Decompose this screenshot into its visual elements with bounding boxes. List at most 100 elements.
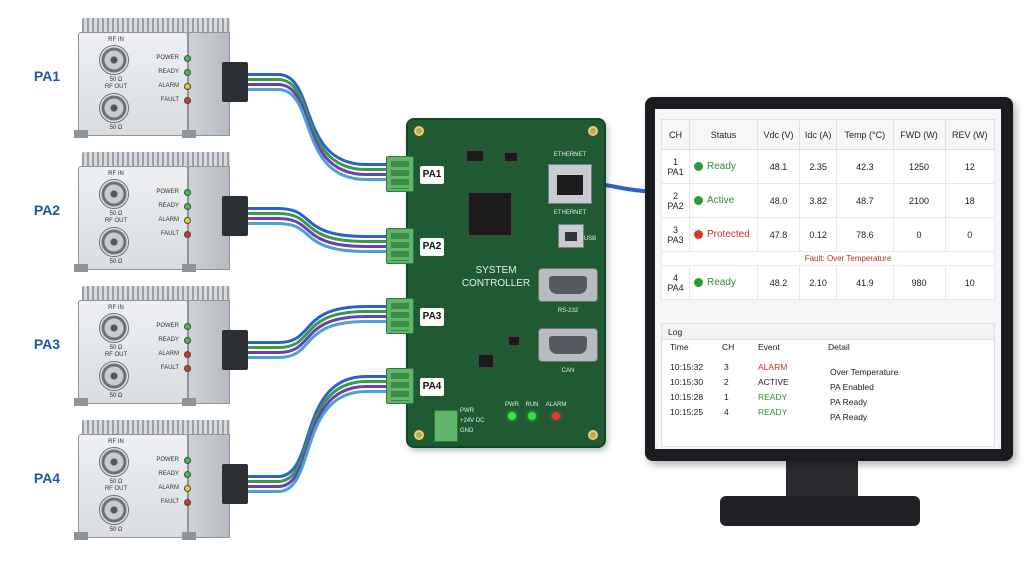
rf-out-connector[interactable]: [99, 495, 129, 525]
led-label-alarm: ALARM: [158, 217, 179, 223]
processor-chip: [468, 192, 512, 236]
status-cell: Ready: [689, 149, 758, 184]
led-power-indicator: [184, 457, 191, 464]
mount-foot: [182, 532, 196, 540]
heatsink-fins: [82, 420, 230, 438]
log-time: 10:15:25: [670, 407, 704, 417]
log-detail: PA Enabled: [830, 382, 874, 392]
control-cable-wire: [248, 320, 386, 359]
status-cell: Active: [689, 183, 758, 218]
rf-in-connector[interactable]: [99, 45, 129, 75]
log-header-ch: CH: [722, 342, 735, 352]
led-alarm-indicator: [184, 83, 191, 90]
rf-in-connector[interactable]: [99, 447, 129, 477]
led-row-ready: READY: [145, 335, 193, 347]
rf-out-connector[interactable]: [99, 93, 129, 123]
fault-note-row: Fault: Over Temperature: [661, 251, 995, 266]
column-header-status: Status: [689, 119, 758, 150]
status-dot-icon: [694, 162, 703, 172]
led-row-power: POWER: [145, 53, 193, 65]
led-label-fault: FAULT: [160, 365, 179, 371]
ic-chip: [508, 336, 520, 346]
log-channel: 3: [724, 362, 729, 372]
pa-label-1: PA1: [33, 68, 61, 84]
rf-out-label: RF OUT: [104, 218, 128, 224]
port-label-pa3: PA3: [420, 308, 444, 326]
led-row-fault: FAULT: [145, 363, 193, 375]
vdc-cell: 48.1: [757, 149, 800, 184]
ethernet-label-2: ETHERNET: [553, 210, 587, 216]
column-header-idc: Idc (A): [798, 119, 838, 150]
column-header-fwd: FWD (W): [892, 119, 946, 150]
temp-cell: 41.9: [836, 265, 894, 300]
log-time: 10:15:30: [670, 377, 704, 387]
control-connector: [222, 62, 248, 102]
led-label-power: POWER: [156, 55, 179, 61]
led-row-alarm: ALARM: [145, 349, 193, 361]
rs232-label: RS-232: [557, 308, 579, 314]
status-text: Active: [707, 195, 735, 206]
rf-in-connector[interactable]: [99, 179, 129, 209]
led-label-alarm: ALARM: [158, 351, 179, 357]
led-alarm-indicator: [184, 217, 191, 224]
fwd-cell: 980: [892, 265, 946, 300]
rf-out-connector[interactable]: [99, 361, 129, 391]
log-detail: Over Temperature: [830, 367, 899, 377]
terminal-block-pa4: [386, 368, 414, 404]
temp-cell: 42.3: [836, 149, 894, 184]
control-cable-wire: [248, 390, 386, 493]
rf-out-label: RF OUT: [104, 352, 128, 358]
power-labels: PWR +24V DC GND: [460, 406, 488, 436]
terminal-block-pa2: [386, 228, 414, 264]
led-fault-indicator: [184, 499, 191, 506]
monitor-stand-neck: [786, 460, 858, 500]
status-led-label-alarm: ALARM: [545, 402, 567, 408]
log-channel: 2: [724, 377, 729, 387]
log-header-event: Event: [758, 342, 780, 352]
power-label-gnd: GND: [460, 428, 474, 434]
led-alarm-indicator: [184, 351, 191, 358]
led-power-indicator: [184, 323, 191, 330]
rs232-port[interactable]: [538, 268, 598, 302]
rev-cell: 12: [944, 149, 996, 184]
control-connector: [222, 464, 248, 504]
control-cable-wire: [248, 212, 386, 243]
column-header-ch: CH: [661, 119, 690, 150]
led-row-fault: FAULT: [145, 95, 193, 107]
vdc-cell: 47.8: [757, 217, 800, 252]
mount-foot: [182, 130, 196, 138]
port-label-pa2: PA2: [420, 238, 444, 256]
led-label-power: POWER: [156, 323, 179, 329]
ethernet-port[interactable]: [548, 164, 592, 204]
led-label-ready: READY: [158, 337, 179, 343]
rf-out-impedance: 50 Ω: [109, 125, 123, 131]
rf-out-connector[interactable]: [99, 227, 129, 257]
log-channel: 1: [724, 392, 729, 402]
ic-chip: [466, 150, 484, 162]
status-dot-icon: [694, 230, 703, 240]
led-power-indicator: [184, 55, 191, 62]
control-connector: [222, 330, 248, 370]
led-row-ready: READY: [145, 201, 193, 213]
fault-note: Fault: Over Temperature: [661, 251, 995, 266]
rf-in-connector[interactable]: [99, 313, 129, 343]
channel-number: 1: [672, 156, 678, 167]
led-label-alarm: ALARM: [158, 83, 179, 89]
usb-port[interactable]: [558, 224, 584, 248]
channel-number: 2: [672, 190, 678, 201]
can-port[interactable]: [538, 328, 598, 362]
